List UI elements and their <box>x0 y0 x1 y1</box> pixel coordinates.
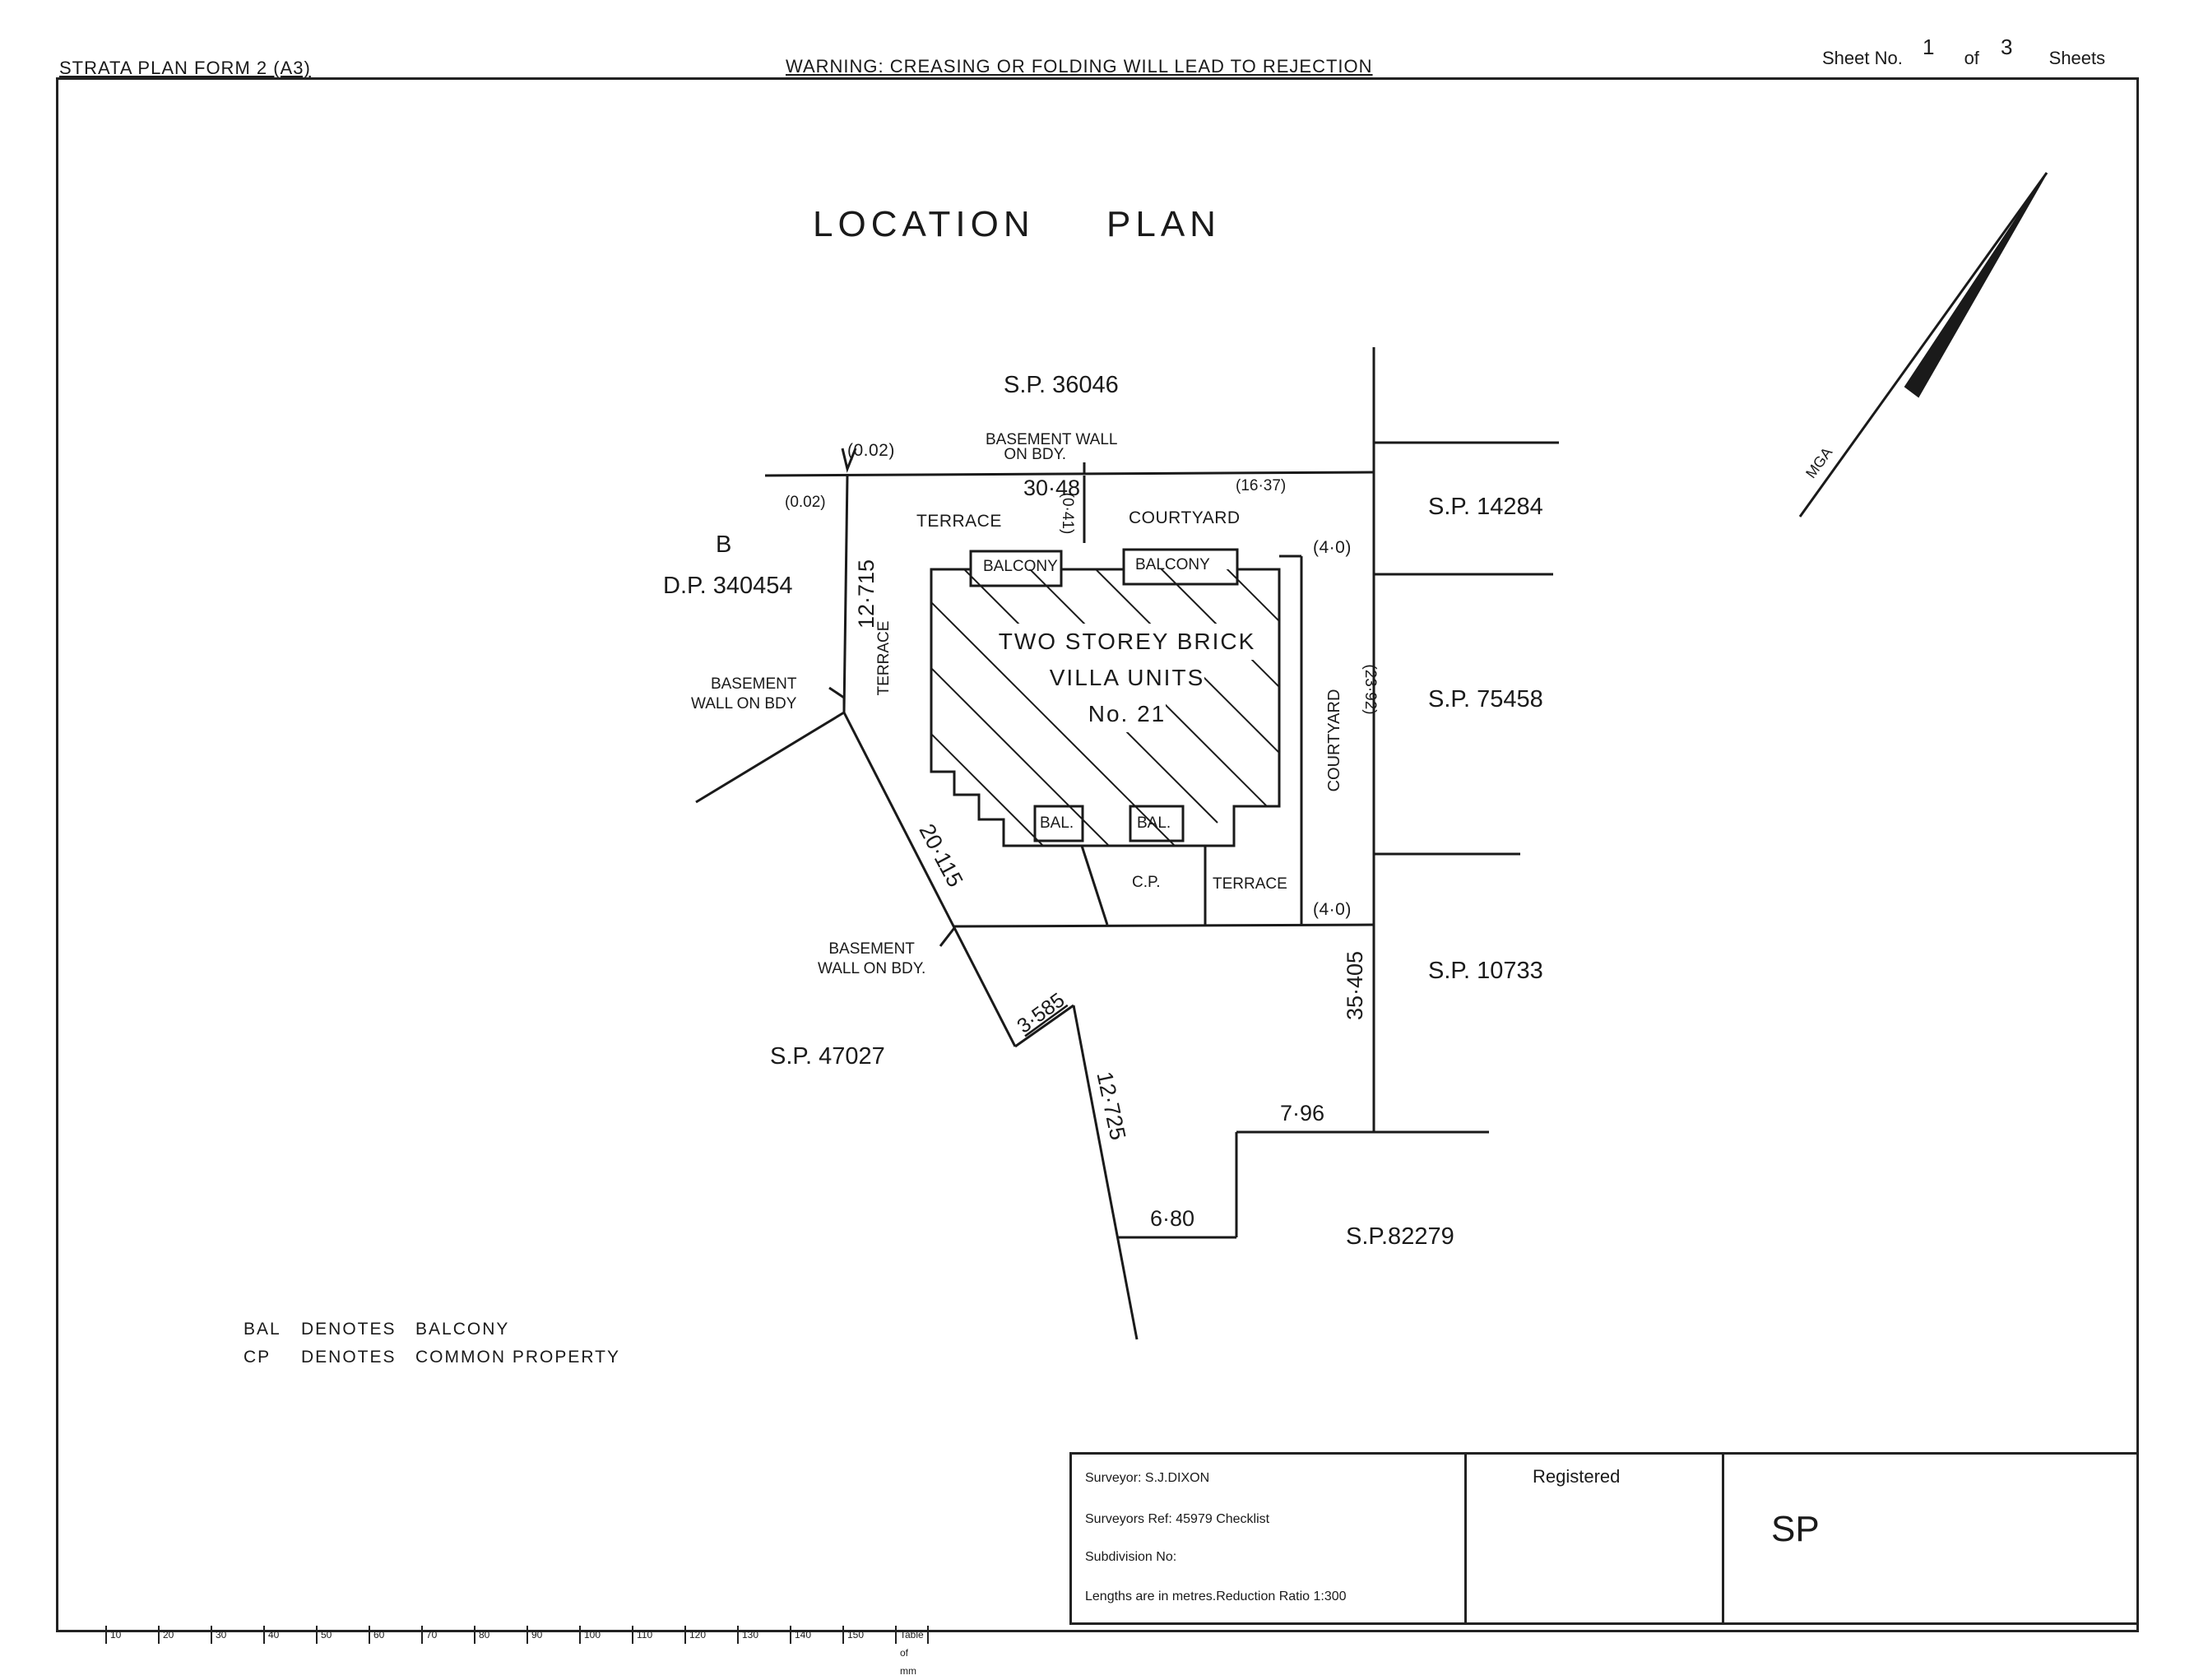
of-label: of <box>1964 48 1979 68</box>
lot-sp10733: S.P. 10733 <box>1428 958 1543 984</box>
basement-wall-bottom-line2: WALL ON BDY. <box>818 960 926 977</box>
dim-2392: (23·92) <box>1361 664 1379 714</box>
north-arrow-line <box>1798 172 2048 517</box>
sheet-info: Sheet No. 1 of 3 Sheets <box>1822 35 2106 70</box>
plan-title-plan: PLAN <box>1106 204 1221 244</box>
title-block: Surveyor: S.J.DIXON Surveyors Ref: 45979… <box>1069 1452 2139 1625</box>
registered-label: Registered <box>1533 1466 1621 1487</box>
scale-tick: 30 <box>211 1626 226 1644</box>
building-label-line3: No. 21 <box>1088 696 1167 732</box>
scale-tick: 110 <box>632 1626 652 1644</box>
dim-40-bottom: (4·0) <box>1313 900 1352 919</box>
lot-sp75458: S.P. 75458 <box>1428 686 1543 712</box>
legend-bal-code: BAL <box>244 1320 281 1339</box>
lot-sp14284: S.P. 14284 <box>1428 494 1543 520</box>
terrace-top-label: TERRACE <box>916 512 1002 531</box>
scale-tick: 80 <box>474 1626 489 1644</box>
legend-bal-text: DENOTES BALCONY <box>301 1320 510 1339</box>
scale-tick: 60 <box>369 1626 384 1644</box>
lengths-note: Lengths are in metres.Reduction Ratio 1:… <box>1085 1590 1347 1603</box>
dim-041: (0·41) <box>1059 493 1076 535</box>
building-label-line2: VILLA UNITS <box>1049 660 1205 696</box>
building-label-line1: TWO STOREY BRICK <box>998 624 1256 660</box>
basement-wall-bottom-line1: BASEMENT <box>828 940 915 958</box>
scale-tick: 150 <box>842 1626 864 1644</box>
dim-0002-top: (0.02) <box>847 441 895 460</box>
scale-tick: 90 <box>526 1626 542 1644</box>
dim-40-top: (4·0) <box>1313 538 1352 557</box>
sheet-label: Sheet No. <box>1822 48 1903 68</box>
scale-tick: 50 <box>316 1626 332 1644</box>
basement-wall-top-note: BASEMENT WALL ON BDY. <box>986 431 1118 463</box>
legend-cp-text: DENOTES COMMON PROPERTY <box>301 1348 620 1367</box>
drawing-frame <box>56 77 2139 1632</box>
cp-label: C.P. <box>1132 874 1161 891</box>
title-block-divider-2 <box>1722 1455 1724 1622</box>
subdivision-field: Subdivision No: <box>1085 1550 1177 1564</box>
lot-b: B <box>716 531 732 558</box>
legend-cp: CP DENOTES COMMON PROPERTY <box>244 1348 620 1367</box>
lot-sp82279: S.P.82279 <box>1346 1223 1454 1250</box>
surveyor-ref-field: Surveyors Ref: 45979 Checklist <box>1085 1512 1270 1526</box>
terrace-side-label: TERRACE <box>875 621 893 696</box>
scale-tick: 10 <box>105 1626 121 1644</box>
dim-3048: 30·48 <box>1023 476 1081 500</box>
plan-title-location: LOCATION <box>813 204 1035 244</box>
balcony-2-label: BALCONY <box>1135 556 1210 573</box>
scale-tick: 130 <box>737 1626 758 1644</box>
sheet-total: 3 <box>2001 35 2013 59</box>
dim-680: 6·80 <box>1150 1206 1195 1231</box>
bal-2-label: BAL. <box>1137 814 1171 832</box>
dim-0002-left: (0.02) <box>785 494 826 511</box>
dim-796: 7·96 <box>1280 1101 1325 1125</box>
basement-wall-left-note: BASEMENT WALL ON BDY <box>691 675 796 714</box>
plan-linework: 12·715 TERRACE 20·115 3·585 12·725 35·40… <box>695 172 2048 1340</box>
sp-label: SP <box>1771 1509 1820 1549</box>
terrace-bottom-label: TERRACE <box>1213 875 1287 893</box>
dim-12715: 12·715 <box>854 559 879 629</box>
sheets-label: Sheets <box>2048 48 2106 68</box>
form-title: STRATA PLAN FORM 2 (A3) <box>59 58 311 78</box>
basement-wall-top-line2: ON BDY. <box>1004 446 1067 463</box>
balcony-1-label: BALCONY <box>983 558 1058 575</box>
basement-wall-left-line2: WALL ON BDY <box>691 695 797 712</box>
building-label: TWO STOREY BRICK VILLA UNITS No. 21 <box>987 624 1267 732</box>
bal-1-label: BAL. <box>1040 814 1074 832</box>
basement-wall-top-line1: BASEMENT WALL <box>986 431 1118 448</box>
scale-tick: 20 <box>158 1626 174 1644</box>
scale-caption: Table of mm <box>895 1626 929 1677</box>
basement-wall-left-line1: BASEMENT <box>710 675 797 693</box>
scale-tick: 70 <box>421 1626 437 1644</box>
dim-35405: 35·405 <box>1343 951 1367 1020</box>
surveyor-field: Surveyor: S.J.DIXON <box>1085 1471 1210 1485</box>
courtyard-top-label: COURTYARD <box>1129 508 1241 527</box>
scale-tick: 40 <box>263 1626 279 1644</box>
lot-sp47027: S.P. 47027 <box>770 1043 885 1070</box>
warning-text: WARNING: CREASING OR FOLDING WILL LEAD T… <box>786 56 1373 77</box>
scale-tick: 120 <box>684 1626 706 1644</box>
basement-wall-bottom-note: BASEMENT WALL ON BDY. <box>818 940 925 979</box>
lot-sp36046: S.P. 36046 <box>1004 372 1119 398</box>
dim-1637: (16·37) <box>1236 477 1287 494</box>
courtyard-side-label: COURTYARD <box>1325 689 1343 792</box>
north-arrow-head-icon <box>1904 172 2048 398</box>
scale-tick: 100 <box>579 1626 601 1644</box>
sheet-number: 1 <box>1922 35 1935 59</box>
lot-dp340454: D.P. 340454 <box>663 573 793 599</box>
title-block-divider-1 <box>1464 1455 1467 1622</box>
dim-20115: 20·115 <box>914 819 967 891</box>
legend-cp-code: CP <box>244 1348 271 1367</box>
legend-bal: BAL DENOTES BALCONY <box>244 1320 509 1339</box>
scale-tick: 140 <box>790 1626 811 1644</box>
